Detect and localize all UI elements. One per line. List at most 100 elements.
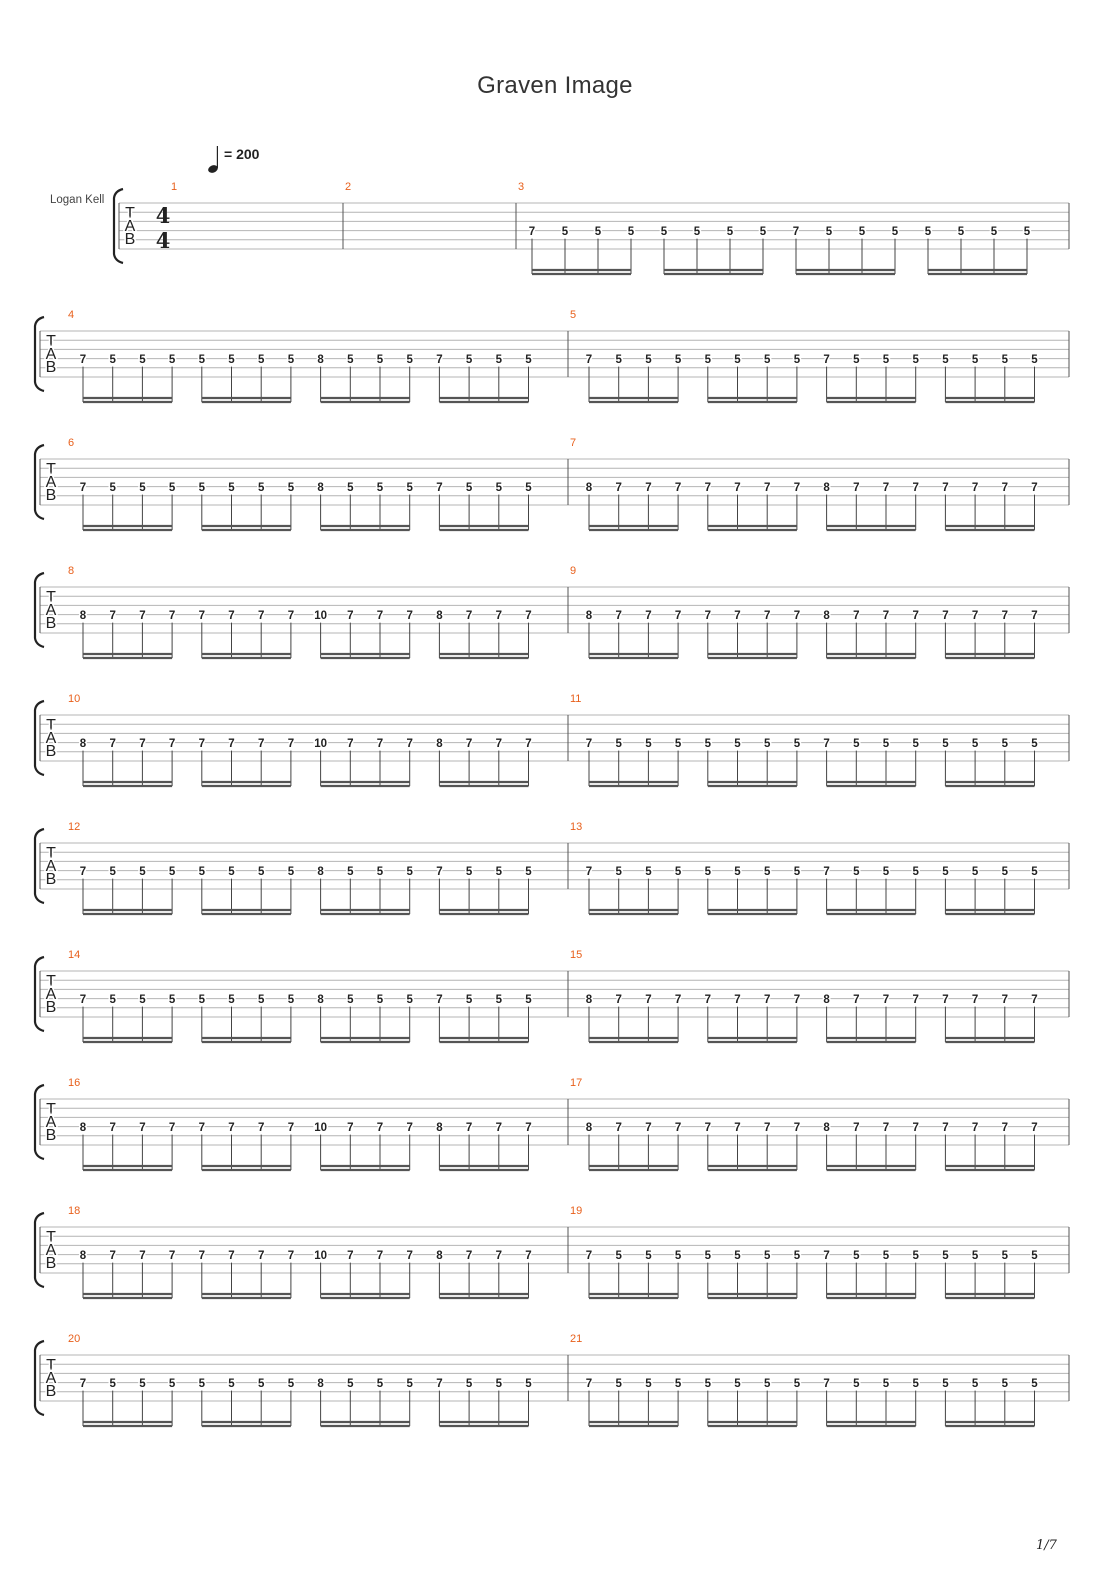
fret-number: 7 [586,354,592,366]
fret-number: 5 [109,354,116,366]
fret-number: 5 [1002,1250,1009,1262]
tab-clef-letter: A [46,858,57,875]
fret-number: 5 [942,1250,949,1262]
measure-number: 20 [68,1333,80,1345]
fret-number: 5 [347,1378,354,1390]
fret-number: 5 [615,738,622,750]
tab-clef-letter: A [46,1242,57,1259]
fret-number: 5 [794,866,801,878]
tempo-label: = 200 [224,146,260,162]
tab-clef-letter: T [46,461,56,478]
fret-number: 7 [377,738,383,750]
tab-clef-letter: A [46,346,57,363]
tab-clef-letter: B [46,871,57,888]
fret-number: 5 [912,1378,919,1390]
fret-number: 7 [794,482,800,494]
fret-number: 7 [794,994,800,1006]
fret-number: 5 [760,226,767,238]
fret-number: 5 [377,1378,384,1390]
tab-clef-letter: A [46,986,57,1003]
fret-number: 7 [972,994,978,1006]
measure-number: 2 [345,181,351,193]
fret-number: 7 [377,1250,383,1262]
fret-number: 5 [562,226,569,238]
fret-number: 5 [942,866,949,878]
fret-number: 8 [823,482,830,494]
fret-number: 7 [705,610,711,622]
fret-number: 5 [734,354,741,366]
fret-number: 5 [258,866,265,878]
measure-number: 10 [68,693,80,705]
measure-number: 5 [570,309,576,321]
fret-number: 7 [912,610,918,622]
fret-number: 5 [734,1250,741,1262]
fret-number: 5 [169,1378,176,1390]
fret-number: 5 [892,226,899,238]
fret-number: 5 [675,1250,682,1262]
fret-number: 5 [466,994,473,1006]
fret-number: 5 [615,354,622,366]
fret-number: 5 [1002,1378,1009,1390]
tab-clef-letter: T [46,1229,56,1246]
fret-number: 5 [705,1378,712,1390]
fret-number: 5 [525,482,532,494]
fret-number: 7 [823,1378,829,1390]
fret-number: 8 [80,1122,87,1134]
page-number: 1/7 [1036,1538,1057,1553]
fret-number: 7 [109,610,115,622]
fret-number: 5 [466,1378,473,1390]
tab-clef-letter: T [46,1101,56,1118]
fret-number: 5 [406,482,413,494]
tab-clef-letter: B [46,359,57,376]
fret-number: 7 [80,482,86,494]
fret-number: 8 [586,482,593,494]
fret-number: 5 [1031,354,1038,366]
fret-number: 5 [377,866,384,878]
fret-number: 5 [109,482,116,494]
fret-number: 5 [853,1378,860,1390]
fret-number: 7 [288,610,294,622]
fret-number: 5 [764,1378,771,1390]
fret-number: 5 [258,994,265,1006]
fret-number: 7 [288,1122,294,1134]
fret-number: 5 [734,866,741,878]
fret-number: 7 [645,610,651,622]
fret-number: 5 [139,1378,146,1390]
fret-number: 5 [972,354,979,366]
fret-number: 5 [199,1378,206,1390]
fret-number: 7 [645,482,651,494]
fret-number: 5 [496,354,503,366]
fret-number: 7 [406,610,412,622]
measure-number: 9 [570,565,576,577]
tab-clef-letter: B [46,999,57,1016]
fret-number: 5 [615,866,622,878]
fret-number: 7 [496,1250,502,1262]
fret-number: 5 [764,738,771,750]
fret-number: 5 [228,354,235,366]
fret-number: 7 [942,482,948,494]
fret-number: 7 [525,1250,531,1262]
fret-number: 5 [883,1250,890,1262]
fret-number: 7 [1031,994,1037,1006]
tab-clef-letter: B [46,615,57,632]
fret-number: 5 [377,994,384,1006]
fret-number: 7 [705,994,711,1006]
fret-number: 7 [169,610,175,622]
fret-number: 7 [912,1122,918,1134]
fret-number: 5 [958,226,965,238]
quarter-note-icon [208,146,218,173]
system-bracket [33,1339,45,1417]
fret-number: 5 [228,866,235,878]
fret-number: 7 [764,1122,770,1134]
fret-number: 5 [109,1378,116,1390]
fret-number: 7 [466,738,472,750]
tab-clef-letter: T [46,973,56,990]
fret-number: 7 [466,610,472,622]
tab-clef-letter: A [46,1370,57,1387]
fret-number: 7 [466,1122,472,1134]
fret-number: 7 [347,1122,353,1134]
